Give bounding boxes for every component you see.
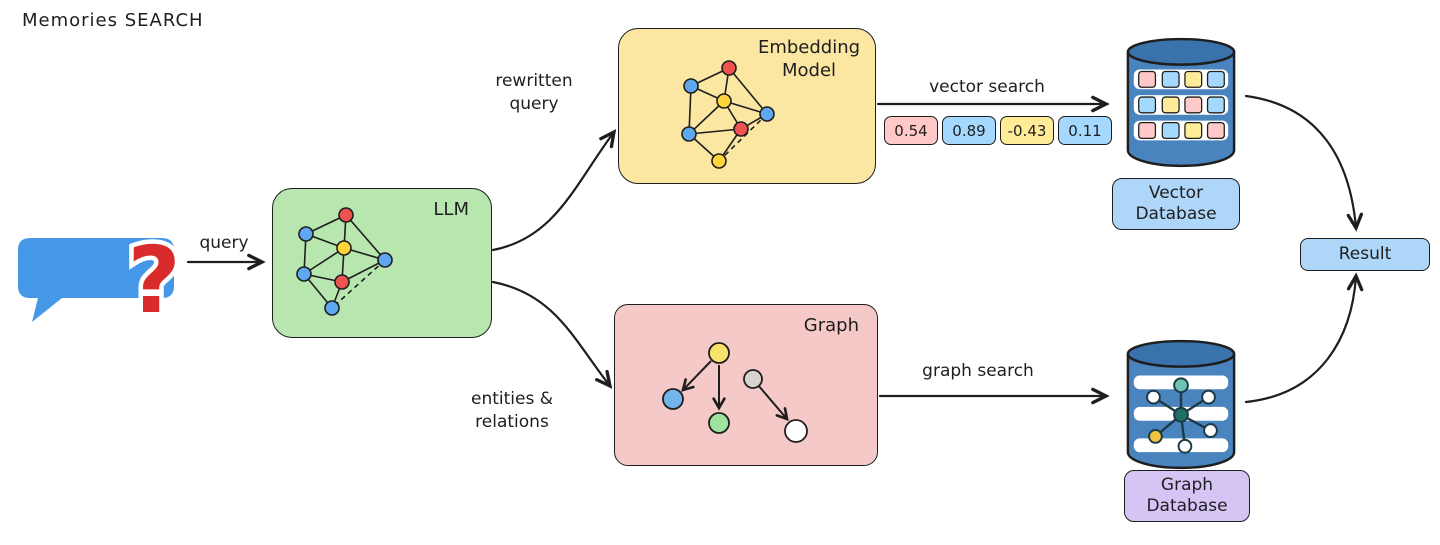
vector-chip: 0.54 <box>884 116 938 145</box>
vector-chip: 0.89 <box>942 116 996 145</box>
llm-node: LLM <box>272 188 492 338</box>
graph-label: Graph <box>803 315 859 336</box>
chat-bubble <box>18 238 174 322</box>
vector-search-label: vector search <box>929 77 1045 97</box>
graph-node: Graph <box>614 304 878 466</box>
embedding-model-label: Embedding Model <box>757 37 861 81</box>
svg-text:?: ? <box>127 228 180 334</box>
embedding-model-node: Embedding Model <box>618 28 876 184</box>
question-mark-icon: ? <box>123 228 185 336</box>
entities-relations-label: entities & relations <box>471 389 553 432</box>
vector-database-label: Vector Database <box>1112 178 1240 230</box>
graph-icon <box>662 342 808 443</box>
vector-chip: -0.43 <box>1000 116 1054 145</box>
vector-database-icon <box>1126 37 1236 168</box>
query-label: query <box>199 233 249 253</box>
rewritten-query-label: rewritten query <box>495 71 573 114</box>
vector-to-result-arrow <box>1244 94 1356 228</box>
graph-database-label: Graph Database <box>1124 470 1250 522</box>
result-node: Result <box>1300 238 1430 271</box>
vector-chip: 0.11 <box>1058 116 1112 145</box>
graph-to-result-arrow <box>1244 276 1356 404</box>
neural-network-icon <box>296 207 393 316</box>
graph-database-icon <box>1126 339 1236 470</box>
diagram-title: Memories SEARCH <box>22 10 204 31</box>
entities-relations-arrow <box>491 280 610 386</box>
neural-network-icon <box>681 60 775 169</box>
graph-search-label: graph search <box>922 361 1034 381</box>
rewritten-query-arrow <box>491 132 614 252</box>
llm-label: LLM <box>433 199 469 220</box>
